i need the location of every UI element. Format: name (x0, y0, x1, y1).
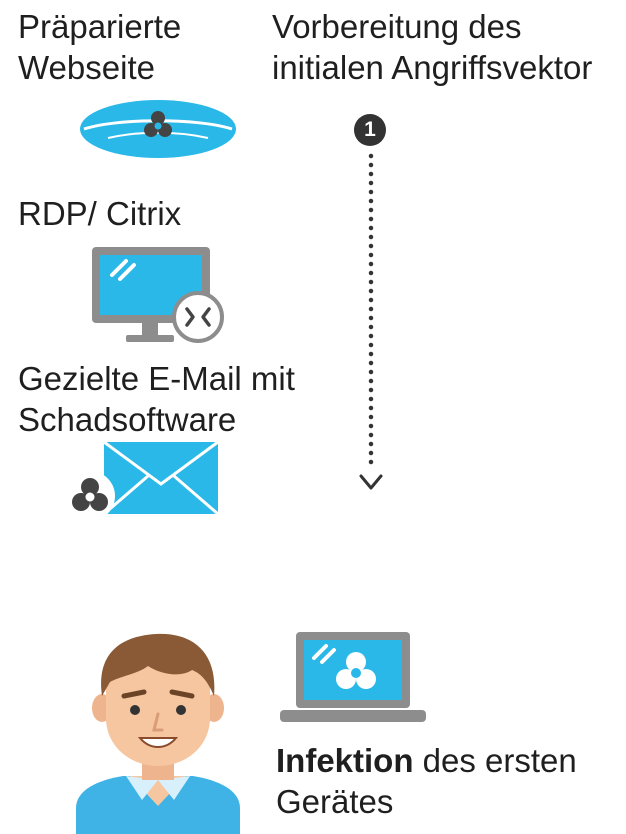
biohazard-website-icon (78, 98, 238, 160)
vector-label-website: Präparierte Webseite (18, 8, 182, 86)
step-number: 1 (364, 118, 376, 141)
step-number-badge: 1 (354, 114, 386, 146)
biohazard-email-icon (62, 440, 222, 524)
infected-laptop-icon (278, 630, 428, 726)
result-rest: des ersten Gerätes (276, 742, 577, 820)
user-avatar-icon (68, 630, 248, 834)
result-text: Infektion des ersten Gerätes (276, 740, 577, 822)
vector-label-rdp: RDP/ Citrix (18, 195, 182, 232)
vector-label-email: Gezielte E-Mail mit Schadsoftware (18, 360, 295, 438)
remote-desktop-monitor-icon (90, 245, 230, 347)
result-bold: Infektion (276, 742, 414, 779)
step-title: Vorbereitung des initialen Angriffsvekto… (272, 8, 593, 86)
dotted-flow-arrow (356, 150, 386, 498)
